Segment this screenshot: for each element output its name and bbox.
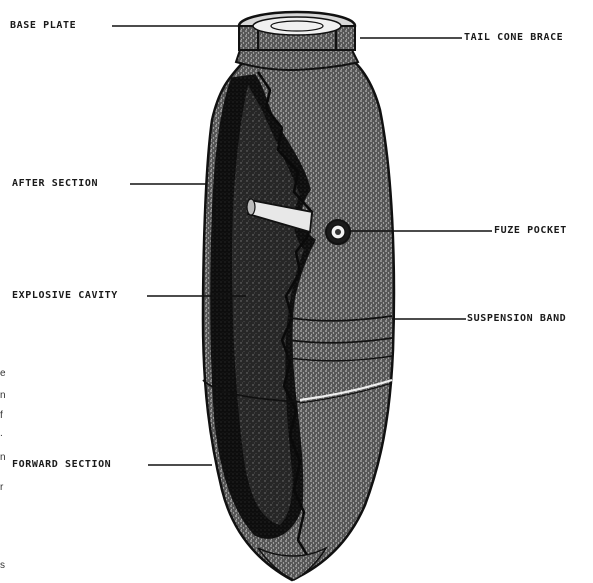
label-forward-section: FORWARD SECTION: [12, 459, 111, 471]
label-tail-cone-brace: TAIL CONE BRACE: [464, 32, 563, 44]
edge-fragment: s: [0, 560, 5, 572]
label-explosive-cavity: EXPLOSIVE CAVITY: [12, 290, 118, 302]
edge-fragment: .: [0, 428, 3, 440]
label-suspension-band: SUSPENSION BAND: [467, 313, 566, 325]
edge-fragment: f: [0, 410, 3, 422]
edge-fragment: r: [0, 482, 3, 494]
label-after-section: AFTER SECTION: [12, 178, 98, 190]
edge-fragment: n: [0, 390, 6, 402]
label-base-plate: BASE PLATE: [10, 20, 76, 32]
edge-fragment: n: [0, 452, 6, 464]
label-fuze-pocket: FUZE POCKET: [494, 225, 567, 237]
edge-fragment: e: [0, 368, 6, 380]
